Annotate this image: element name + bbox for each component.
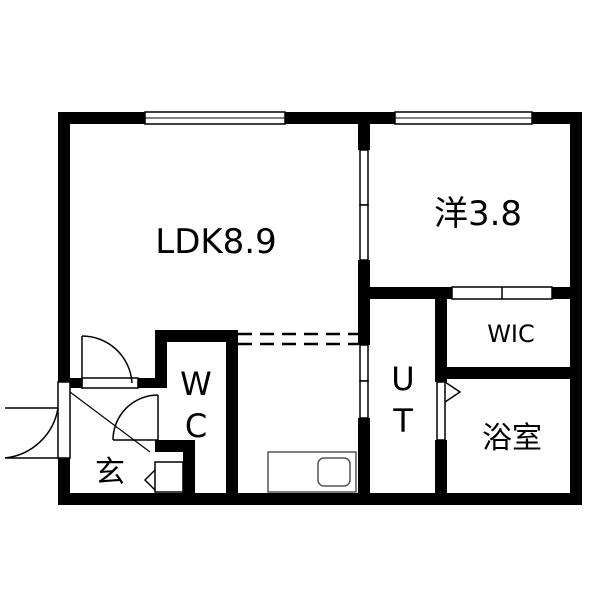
shoe-box [143,461,184,493]
label-western: 洋3.8 [434,194,522,234]
label-bath: 浴室 [482,421,542,456]
kitchen-boundary-line [238,332,358,346]
kitchen-counter [267,451,357,493]
label-wc-w: W [180,365,212,403]
label-ldk: LDK8.9 [155,222,277,262]
label-wic: WIC [487,320,535,348]
label-ut-u: U [391,360,414,398]
wc-door [112,394,159,441]
front-door [4,381,71,459]
window-ldk [144,111,286,125]
window-western [394,111,533,125]
sliding-door-western [359,149,369,261]
wic-door [451,286,553,300]
label-entrance: 玄 [95,455,125,490]
label-wc-c: C [185,407,207,445]
bath-door [436,381,462,441]
sliding-door-ut [359,344,369,419]
label-ut-t: T [392,402,413,440]
entrance-step-line [69,391,151,453]
entrance-inner-door [81,335,139,389]
